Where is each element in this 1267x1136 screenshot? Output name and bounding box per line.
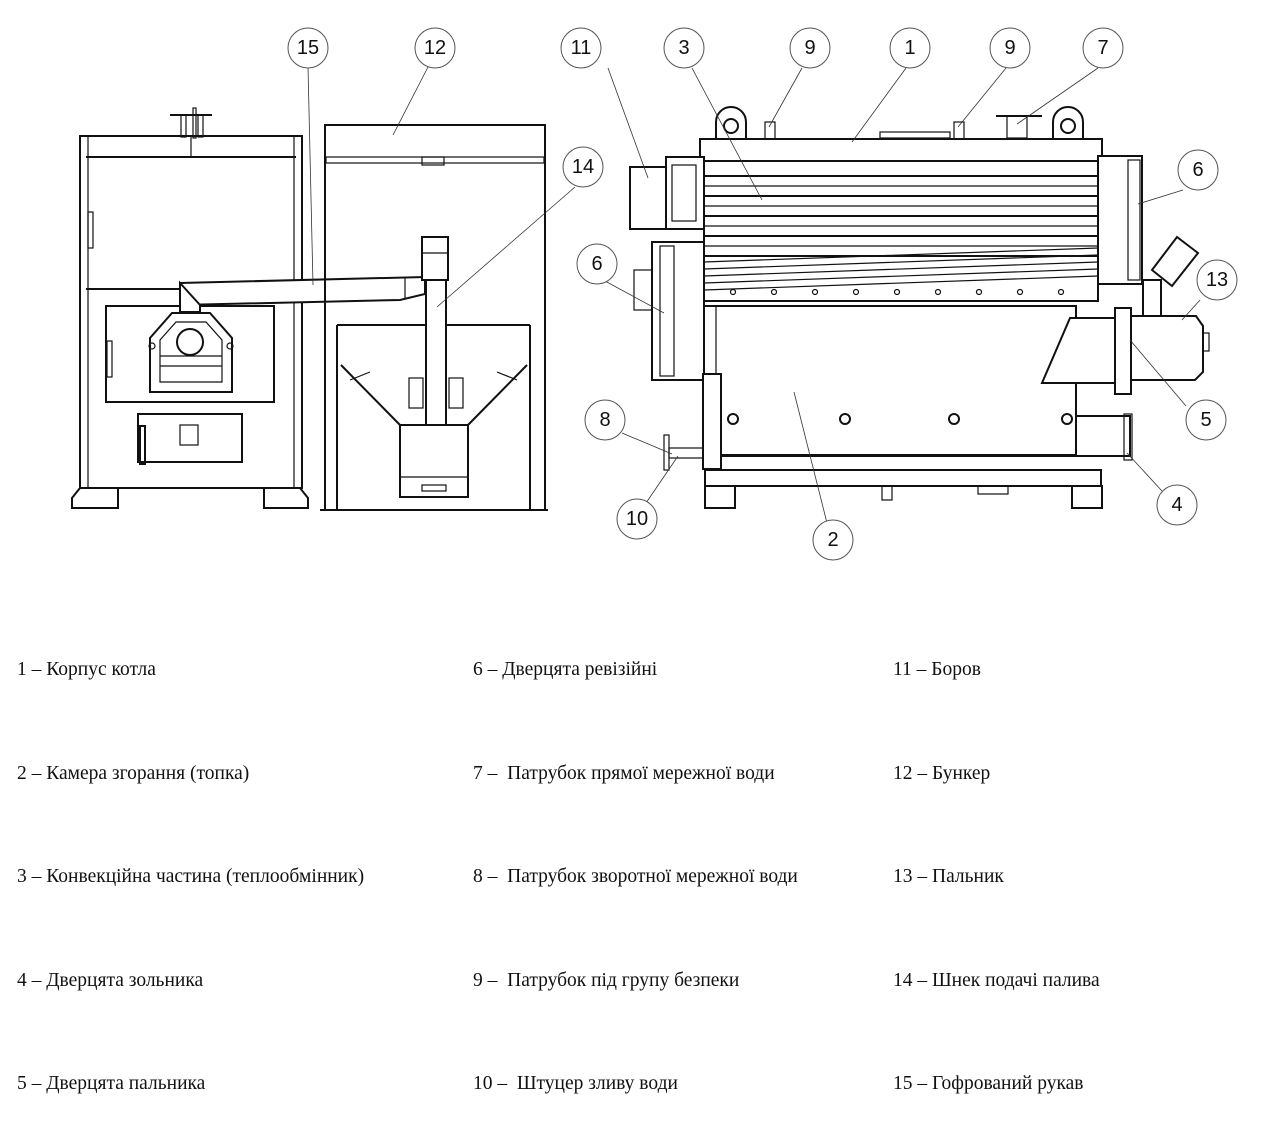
heat-exchanger-tube <box>703 275 1099 291</box>
legend-item: 10 – Штуцер зливу води <box>473 1073 678 1094</box>
legend-item: 4 – Дверцята зольника <box>17 969 204 991</box>
callout-9a: 9 <box>789 27 831 69</box>
boiler-side-view <box>629 106 1210 509</box>
svg-text:13: 13 <box>1206 269 1228 291</box>
callout-6-left: 6 <box>576 243 618 285</box>
callout-8: 8 <box>584 399 626 441</box>
svg-text:7: 7 <box>1097 37 1108 59</box>
callout-10: 10 <box>616 498 658 540</box>
svg-text:11: 11 <box>571 37 592 59</box>
svg-text:2: 2 <box>827 529 838 551</box>
callout-5: 5 <box>1185 399 1227 441</box>
legend-item: 15 – Гофрований рукав <box>893 1073 1084 1094</box>
legend-item: 2 – Камера згорання (топка) <box>17 762 250 784</box>
callout-13: 13 <box>1196 259 1238 301</box>
legend-item: 6 – Дверцята ревізійні <box>473 659 658 680</box>
legend-item: 12 – Бункер <box>893 762 991 784</box>
tube-bolt <box>770 288 778 296</box>
legend-item: 3 – Конвекційна частина (теплообмінник) <box>17 866 365 887</box>
callout-7: 7 <box>1082 27 1124 69</box>
legend-item: 8 – Патрубок зворотної мережної води <box>473 866 798 887</box>
callout-12: 12 <box>414 27 456 69</box>
callout-15: 15 <box>287 27 329 69</box>
svg-text:9: 9 <box>1004 37 1015 59</box>
legend-column-1: 1 – Корпус котла 2 – Камера згорання (то… <box>17 584 364 1136</box>
tube-bolt <box>811 288 819 296</box>
legend-item: 9 – Патрубок під групу безпеки <box>473 969 740 991</box>
svg-text:9: 9 <box>804 37 815 59</box>
callout-3: 3 <box>663 27 705 69</box>
callout-11: 11 <box>560 27 602 69</box>
heat-exchanger-tube <box>703 247 1099 263</box>
boiler-technical-drawing: 15 12 14 11 3 9 1 9 7 6 6 13 5 4 8 10 2 <box>71 27 1238 561</box>
legend-item: 11 – Боров <box>893 659 981 680</box>
tube-bolt <box>975 288 983 296</box>
legend-item: 5 – Дверцята пальника <box>17 1073 206 1094</box>
svg-text:8: 8 <box>599 409 610 431</box>
legend-column-3: 11 – Боров 12 – Бункер 13 – Пальник 14 –… <box>893 584 1100 1136</box>
corrugated-hose <box>179 275 426 313</box>
callout-2: 2 <box>812 519 854 561</box>
svg-text:3: 3 <box>678 37 689 59</box>
callout-9b: 9 <box>989 27 1031 69</box>
tube-bolt <box>852 288 860 296</box>
legend-item: 14 – Шнек подачі палива <box>893 969 1100 991</box>
legend-item: 7 – Патрубок прямої мережної води <box>473 762 775 784</box>
svg-text:10: 10 <box>626 508 648 530</box>
tube-bolt <box>1057 288 1065 296</box>
svg-text:14: 14 <box>572 156 594 178</box>
legend-item: 13 – Пальник <box>893 866 1004 887</box>
svg-text:6: 6 <box>1192 159 1203 181</box>
heat-exchanger-tube <box>703 254 1099 270</box>
heat-exchanger-tube <box>703 268 1099 284</box>
svg-text:1: 1 <box>904 37 915 59</box>
callout-14: 14 <box>562 146 604 188</box>
tube-bolt <box>1016 288 1024 296</box>
callout-1: 1 <box>889 27 931 69</box>
tube-bolt <box>893 288 901 296</box>
svg-text:15: 15 <box>297 37 319 59</box>
svg-text:12: 12 <box>424 37 446 59</box>
fuel-hopper <box>320 124 548 511</box>
svg-text:4: 4 <box>1171 494 1182 516</box>
tube-bolt <box>934 288 942 296</box>
legend-item: 1 – Корпус котла <box>17 659 156 680</box>
callout-4: 4 <box>1156 484 1198 526</box>
svg-text:6: 6 <box>591 253 602 275</box>
leader-lines <box>307 66 1201 524</box>
heat-exchanger-tube <box>703 261 1099 277</box>
callout-6-right: 6 <box>1177 149 1219 191</box>
svg-text:5: 5 <box>1200 409 1211 431</box>
legend-column-2: 6 – Дверцята ревізійні 7 – Патрубок прям… <box>473 584 798 1136</box>
tube-bolt <box>729 288 737 296</box>
